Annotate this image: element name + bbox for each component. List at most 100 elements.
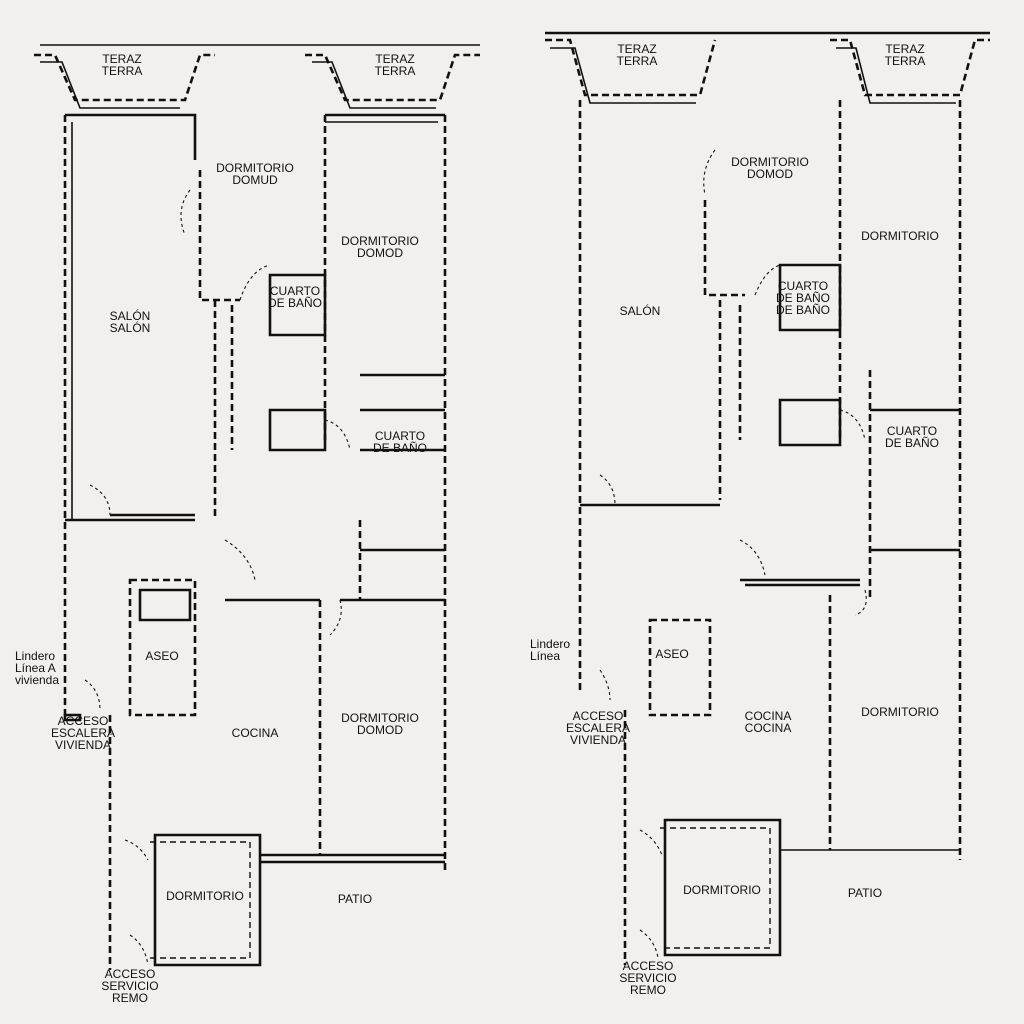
hall-boxes bbox=[360, 373, 445, 552]
terrace-right-outline bbox=[305, 53, 480, 102]
door-arc-6 bbox=[854, 589, 867, 616]
service-bedroom-box bbox=[153, 833, 262, 967]
left-plan-labels: TERAZTERRATERAZTERRADORMITORIODOMUDDORMI… bbox=[15, 52, 427, 1005]
room-label-terrace-left: TERAZ bbox=[102, 52, 141, 66]
room-label-linde: Lindero bbox=[530, 637, 570, 651]
door-arc-9 bbox=[639, 929, 659, 959]
room-label-terrace-right: TERAZ bbox=[885, 42, 924, 56]
room-label-bedroom-bottom-right: DORMITORIO bbox=[341, 711, 419, 725]
door-arc-4 bbox=[89, 484, 111, 516]
room-label-bedroom-mid: DORMITORIO bbox=[341, 234, 419, 248]
room-label-access-stair: VIVIENDA bbox=[55, 738, 111, 752]
room-label-terrace-left: TERRA bbox=[617, 54, 658, 68]
room-labels: TERAZTERRATERAZTERRADORMITORIODOMUDDORMI… bbox=[15, 42, 939, 1005]
room-label-bath-a: CUARTO bbox=[778, 279, 828, 293]
room-label-terrace-left: TERAZ bbox=[617, 42, 656, 56]
room-label-bedroom-mid: DORMITORIO bbox=[861, 229, 939, 243]
room-label-bedroom-mid: DOMOD bbox=[357, 246, 403, 260]
door-arc-1 bbox=[703, 149, 716, 196]
bath-lower-block bbox=[268, 408, 327, 452]
living-bottom-wall bbox=[65, 513, 195, 522]
wc-box bbox=[648, 618, 712, 717]
room-label-access-stair: ACCESO bbox=[573, 709, 624, 723]
outer-wall-top-left bbox=[65, 113, 197, 160]
room-label-bedroom-bottom-right: DORMITORIO bbox=[861, 705, 939, 719]
room-label-bath-a: DE BAÑO bbox=[268, 296, 322, 310]
room-label-service-access: ACCESO bbox=[105, 967, 156, 981]
door-arc-8 bbox=[124, 839, 149, 861]
door-arc-5 bbox=[224, 539, 256, 581]
room-label-bedroom-top: DORMITORIO bbox=[216, 161, 294, 175]
room-label-terrace-left: TERRA bbox=[102, 64, 143, 78]
room-label-access-stair: ESCALERA bbox=[566, 721, 630, 735]
room-label-wc: ASEO bbox=[655, 647, 688, 661]
room-label-bath-a: DE BAÑO bbox=[776, 303, 830, 317]
terrace-right-outline bbox=[830, 38, 990, 97]
terrace-right-rail bbox=[836, 47, 956, 104]
door-arc-4 bbox=[599, 474, 616, 506]
terrace-left-outline bbox=[545, 38, 717, 97]
room-label-wc: ASEO bbox=[145, 649, 178, 663]
room-label-patio: PATIO bbox=[848, 886, 882, 900]
bath-block bbox=[778, 263, 842, 332]
door-arc-8 bbox=[639, 829, 663, 856]
wc-inner bbox=[138, 588, 192, 622]
room-label-patio: PATIO bbox=[338, 892, 372, 906]
room-label-bath-a: DE BAÑO bbox=[776, 291, 830, 305]
service-bedroom-inner bbox=[150, 841, 251, 959]
entrance-step bbox=[63, 713, 82, 722]
room-label-kitchen: COCINA bbox=[745, 721, 792, 735]
room-label-linde: Lindero bbox=[15, 649, 55, 663]
service-bedroom-box bbox=[663, 818, 782, 957]
right-plan-labels: TERAZTERRATERAZTERRADORMITORIODOMODDORMI… bbox=[530, 42, 939, 997]
room-label-service-access: REMO bbox=[112, 991, 148, 1005]
door-arc-6 bbox=[329, 599, 342, 636]
room-label-access-stair: VIVIENDA bbox=[570, 733, 626, 747]
room-label-bath-b: CUARTO bbox=[887, 424, 937, 438]
room-label-service-access: REMO bbox=[630, 983, 666, 997]
door-arc-1 bbox=[180, 189, 191, 236]
room-label-bath-b: DE BAÑO bbox=[373, 441, 427, 455]
door-arc-9 bbox=[129, 934, 149, 966]
living-partition bbox=[703, 200, 745, 297]
room-label-service-access: SERVICIO bbox=[101, 979, 158, 993]
room-label-bath-b: CUARTO bbox=[375, 429, 425, 443]
terrace-right-rail bbox=[312, 61, 436, 109]
door-arc-5 bbox=[739, 539, 766, 576]
service-bedroom-inner bbox=[660, 827, 771, 949]
terrace-left-outline bbox=[34, 53, 215, 102]
room-label-bedroom-service: DORMITORIO bbox=[683, 883, 761, 897]
door-arc-2 bbox=[754, 264, 781, 296]
room-label-service-access: ACCESO bbox=[623, 959, 674, 973]
room-label-service-access: SERVICIO bbox=[619, 971, 676, 985]
living-partition bbox=[198, 170, 240, 302]
door-arc-3 bbox=[839, 409, 866, 441]
bath-block bbox=[268, 273, 327, 337]
door-arc-2 bbox=[239, 264, 271, 301]
room-label-kitchen: COCINA bbox=[745, 709, 792, 723]
central-wall bbox=[740, 578, 860, 587]
room-label-living: SALÓN bbox=[110, 308, 151, 323]
room-label-access-stair: ACCESO bbox=[58, 714, 109, 728]
room-label-bath-a: CUARTO bbox=[270, 284, 320, 298]
room-label-terrace-right: TERRA bbox=[375, 64, 416, 78]
door-arc-7 bbox=[599, 669, 611, 701]
room-label-linde: vivienda bbox=[15, 673, 59, 687]
room-label-bedroom-bottom-right: DOMOD bbox=[357, 723, 403, 737]
room-label-bedroom-top: DOMOD bbox=[747, 167, 793, 181]
room-label-kitchen: COCINA bbox=[232, 726, 279, 740]
door-arc-3 bbox=[324, 419, 351, 451]
right-floor-plan bbox=[545, 31, 990, 965]
room-label-terrace-right: TERAZ bbox=[375, 52, 414, 66]
room-label-access-stair: ESCALERA bbox=[51, 726, 115, 740]
room-label-bath-b: DE BAÑO bbox=[885, 436, 939, 450]
bedroom-bottom-wall bbox=[260, 853, 445, 864]
room-label-bedroom-top: DOMUD bbox=[232, 173, 278, 187]
terrace-left-rail bbox=[40, 61, 180, 109]
terrace-left-rail bbox=[550, 47, 696, 104]
room-label-living: SALÓN bbox=[620, 303, 661, 318]
hall-boxes bbox=[870, 408, 960, 552]
left-floor-plan bbox=[34, 44, 480, 970]
room-label-terrace-right: TERRA bbox=[885, 54, 926, 68]
